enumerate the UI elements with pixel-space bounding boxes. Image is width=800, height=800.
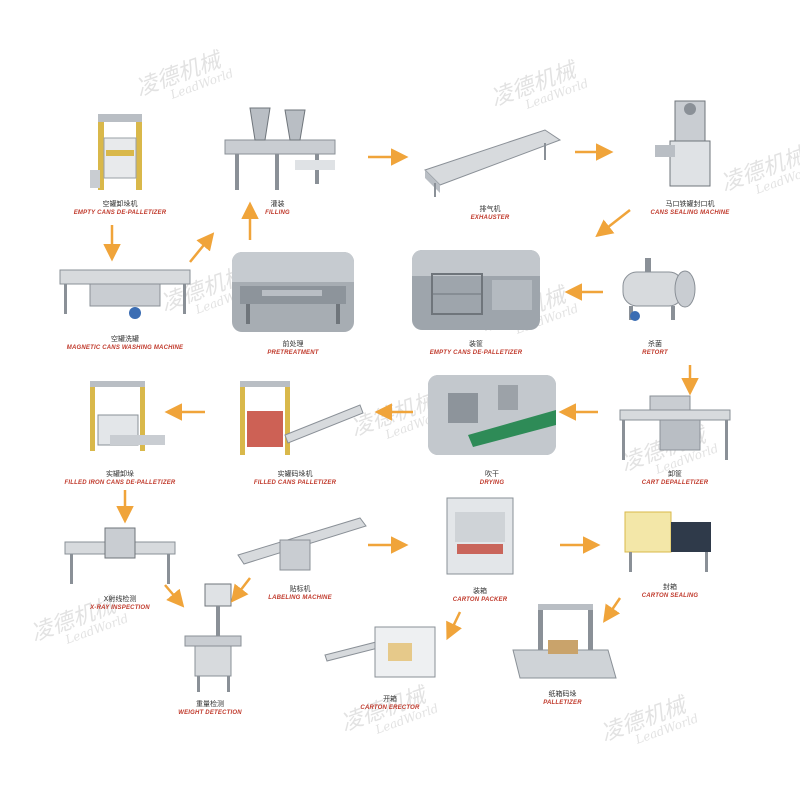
checkweigher-icon (184, 583, 242, 692)
node-label-cn: 纸箱码垛 (548, 690, 577, 698)
node-label-en: EXHAUSTER (470, 215, 510, 221)
node-empty-cans-depalletizer-1: 空罐卸垛机 EMPTY CANS DE-PALLETIZER (55, 110, 185, 217)
carton-packer-icon (446, 497, 514, 575)
carton-erector-icon (324, 626, 436, 678)
node-pretreatment: 前处理 PRETREATMENT (232, 340, 354, 357)
node-label-cn: 空罐卸垛机 (102, 200, 138, 208)
retort-icon (622, 258, 696, 321)
node-filled-cans-palletizer: 实罐码垛机 FILLED CANS PALLETIZER (225, 375, 365, 487)
node-label-cn: 灌装 (270, 200, 285, 208)
node-label-cn: 装箱 (473, 587, 487, 595)
node-drying: 吹干 DRYING (428, 470, 556, 487)
node-label-en: LABELING MACHINE (268, 595, 332, 601)
node-label-cn: 贴标机 (289, 585, 311, 593)
flow-arrow (189, 232, 215, 263)
drying-photo (428, 375, 556, 455)
node-label-en: CARTON PACKER (452, 597, 508, 603)
node-label-en: CANS SEALING MACHINE (650, 210, 730, 216)
node-label-en: MAGNETIC CANS WASHING MACHINE (66, 345, 184, 351)
node-carton-erector: 开箱 CARTON ERECTOR (320, 615, 460, 712)
node-empty-cans-depalletizer-2: 装筐 EMPTY CANS DE-PALLETIZER (412, 340, 540, 357)
pretreatment-photo (232, 252, 354, 332)
node-label-cn: 装筐 (469, 340, 483, 348)
node-cans-sealing-machine: 马口铁罐封口机 CANS SEALING MACHINE (625, 95, 755, 217)
node-xray-inspection: X射线检测 X-RAY INSPECTION (55, 520, 185, 612)
node-label-cn: 吹干 (485, 470, 499, 478)
palletizer-machine-icon (511, 604, 617, 679)
node-label-en: FILLING (265, 210, 290, 216)
node-filled-iron-cans-depalletizer: 实罐卸垛 FILLED IRON CANS DE-PALLETIZER (60, 375, 180, 487)
node-filling: 灌装 FILLING (215, 100, 340, 217)
node-label-en: WEIGHT DETECTION (178, 710, 242, 716)
node-label-en: CART DEPALLETIZER (641, 480, 709, 486)
node-label-en: EMPTY CANS DE-PALLETIZER (429, 350, 523, 356)
node-magnetic-cans-washing: 空罐洗罐 MAGNETIC CANS WASHING MACHINE (35, 255, 215, 352)
node-label-cn: 实罐码垛机 (277, 470, 313, 478)
node-label-cn: 重量检测 (196, 700, 224, 708)
node-label-cn: 杀菌 (648, 340, 662, 348)
flow-arrow (164, 584, 185, 608)
node-label-cn: 空罐洗罐 (111, 335, 139, 343)
node-palletizer: 纸箱码垛 PALLETIZER (505, 600, 620, 707)
node-carton-sealing: 封箱 CARTON SEALING (610, 498, 730, 600)
node-label-cn: 马口铁罐封口机 (665, 200, 715, 208)
depalletizer-machine-icon (90, 381, 165, 451)
flow-arrow (446, 611, 462, 641)
node-labeling-machine: 贴标机 LABELING MACHINE (230, 510, 370, 602)
node-label-en: CARTON ERECTOR (360, 705, 420, 711)
node-label-cn: 卸筐 (668, 470, 682, 478)
exhauster-machine-icon (424, 129, 562, 197)
node-label-en: X-RAY INSPECTION (90, 605, 150, 611)
flow-arrow (230, 577, 251, 603)
flow-arrow (603, 597, 622, 623)
node-label-cn: 开箱 (383, 695, 397, 703)
sealing-machine-icon (655, 100, 711, 187)
carton-sealing-icon (624, 511, 711, 572)
node-label-en: CARTON SEALING (641, 593, 699, 599)
node-label-en: RETORT (642, 350, 668, 356)
node-exhauster: 排气机 EXHAUSTER (415, 115, 565, 222)
node-label-en: FILLED IRON CANS DE-PALLETIZER (64, 480, 176, 486)
labeling-machine-icon (237, 517, 367, 571)
xray-machine-icon (64, 527, 176, 584)
node-label-cn: 排气机 (479, 205, 501, 213)
depalletizer-machine-icon (90, 114, 142, 190)
node-label-cn: 实罐卸垛 (106, 470, 134, 478)
node-label-cn: X射线检测 (103, 595, 137, 603)
loading-basket-photo (412, 250, 540, 330)
node-label-en: FILLED CANS PALLETIZER (253, 480, 337, 486)
node-label-en: EMPTY CANS DE-PALLETIZER (73, 210, 167, 216)
palletizer-machine-icon (240, 381, 364, 455)
node-weight-detection: 重量检测 WEIGHT DETECTION (165, 580, 255, 717)
node-label-cn: 前处理 (282, 340, 304, 348)
flow-arrow (595, 209, 631, 238)
node-cart-depalletizer: 卸筐 CART DEPALLETIZER (605, 390, 745, 487)
node-label-en: DRYING (479, 480, 505, 486)
node-label-en: PRETREATMENT (267, 350, 319, 356)
washing-machine-icon (59, 269, 191, 319)
node-retort: 杀菌 RETORT (600, 250, 710, 357)
node-label-cn: 封箱 (663, 583, 677, 591)
node-label-en: PALLETIZER (543, 700, 582, 706)
node-carton-packer: 装箱 CARTON PACKER (425, 492, 535, 604)
cart-depalletizer-icon (619, 395, 731, 460)
filling-machine-icon (224, 107, 336, 190)
